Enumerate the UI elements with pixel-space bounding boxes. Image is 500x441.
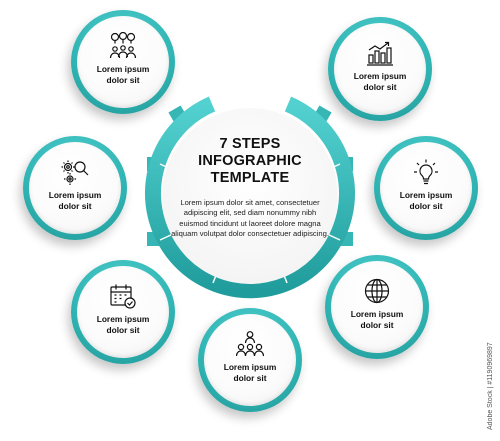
center-title: 7 STEPS INFOGRAPHIC TEMPLATE (198, 136, 302, 186)
step-2-label: Lorem ipsum dolor sit (353, 71, 407, 92)
step-1-label: Lorem ipsum dolor sit (96, 64, 150, 85)
globe-icon (364, 278, 390, 304)
step-5-label: Lorem ipsum dolor sit (96, 314, 150, 335)
step-4: Lorem ipsum dolor sit (374, 136, 478, 240)
step-6: Lorem ipsum dolor sit (325, 255, 429, 359)
center-disc (162, 108, 338, 284)
step-2: Lorem ipsum dolor sit (328, 17, 432, 121)
step-3-label: Lorem ipsum dolor sit (48, 190, 102, 211)
step-1: Lorem ipsum dolor sit (71, 10, 175, 114)
step-6-label: Lorem ipsum dolor sit (350, 309, 404, 330)
step-7: Lorem ipsum dolor sit (198, 308, 302, 412)
step-5: Lorem ipsum dolor sit (71, 260, 175, 364)
ring-arc (145, 96, 355, 299)
lightbulb-icon (414, 159, 438, 185)
bar-chart-growth-icon (367, 41, 393, 66)
step-3: Lorem ipsum dolor sit (23, 136, 127, 240)
team-discussion-icon (109, 32, 137, 59)
calendar-check-icon (110, 284, 136, 309)
center-body: Lorem ipsum dolor sit amet, consectetuer… (171, 198, 329, 239)
gears-search-icon (61, 160, 89, 185)
step-7-label: Lorem ipsum dolor sit (223, 362, 277, 383)
stock-watermark: Adobe Stock | #1190969897 (487, 342, 494, 430)
step-4-label: Lorem ipsum dolor sit (399, 190, 453, 211)
people-network-icon (236, 331, 264, 357)
